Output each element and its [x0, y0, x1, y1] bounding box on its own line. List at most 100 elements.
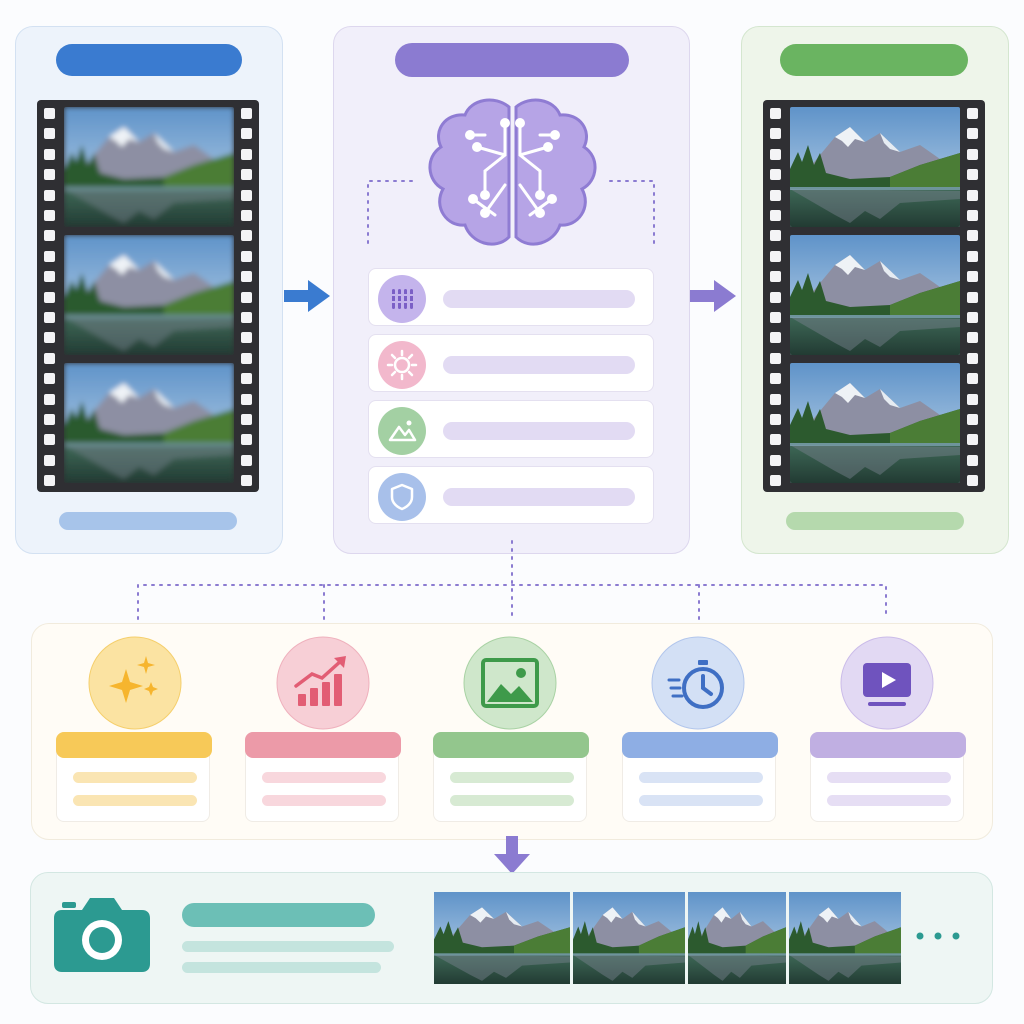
film-perforation: [44, 414, 55, 425]
result-thumbnail: [789, 892, 901, 984]
film-perforation: [967, 250, 978, 262]
film-perforation: [967, 393, 978, 405]
arrow-down-icon: [494, 836, 530, 874]
card-line: [827, 795, 951, 806]
film-perforation: [770, 373, 781, 385]
input-caption-bar: [59, 512, 237, 530]
feature-bar: [443, 422, 635, 440]
output-card-quality: [245, 732, 401, 822]
film-perforation: [241, 414, 252, 425]
film-perforation: [241, 332, 252, 344]
film-perforation: [770, 414, 781, 425]
film-perforation: [967, 189, 978, 201]
film-perforation: [241, 312, 252, 323]
film-perforation: [770, 393, 781, 405]
card-line: [262, 772, 386, 783]
feature-row-lighting: [368, 334, 654, 392]
film-perforation: [241, 271, 252, 283]
film-perforation: [44, 373, 55, 385]
film-perforation: [44, 454, 55, 466]
film-perforation: [241, 475, 252, 487]
output-caption-bar: [786, 512, 964, 530]
film-perforation: [967, 210, 978, 221]
film-perforation: [967, 169, 978, 181]
card-line: [827, 772, 951, 783]
film-perforation: [967, 230, 978, 242]
film-perforation: [770, 475, 781, 487]
output-card-speed: [622, 732, 778, 822]
card-header: [433, 732, 589, 758]
film-perforation: [770, 250, 781, 262]
film-perforation: [241, 210, 252, 221]
film-perforation: [44, 332, 55, 344]
sparkle-icon: [88, 636, 182, 730]
film-perforation: [967, 108, 978, 119]
film-perforation: [770, 108, 781, 119]
feature-bar: [443, 488, 635, 506]
film-perforation: [44, 393, 55, 405]
film-perforation: [770, 352, 781, 364]
film-perforation: [44, 148, 55, 160]
camera-icon: [54, 898, 150, 972]
card-line: [450, 795, 574, 806]
film-perforation: [241, 128, 252, 140]
film-perforation: [770, 312, 781, 323]
film-perforation: [44, 352, 55, 364]
stopwatch-icon: [651, 636, 745, 730]
film-perforation: [770, 210, 781, 221]
video-play-icon: [840, 636, 934, 730]
film-perforation: [44, 210, 55, 221]
card-line: [73, 772, 197, 783]
input-frame-2: [64, 235, 234, 355]
output-card-image: [433, 732, 589, 822]
film-perforation: [241, 169, 252, 181]
chart-up-icon: [276, 636, 370, 730]
film-perforation: [241, 108, 252, 119]
film-perforation: [967, 148, 978, 160]
film-perforation: [967, 475, 978, 487]
film-perforation: [44, 475, 55, 487]
film-perforation: [241, 454, 252, 466]
output-frame-2: [790, 235, 960, 355]
image-icon: [463, 636, 557, 730]
output-frame-3: [790, 363, 960, 483]
mountain-icon: [378, 407, 426, 455]
card-header: [810, 732, 966, 758]
film-perforation: [770, 332, 781, 344]
film-perforation: [44, 250, 55, 262]
film-perforation: [770, 189, 781, 201]
film-perforation: [770, 454, 781, 466]
card-line: [639, 795, 763, 806]
card-line: [73, 795, 197, 806]
film-perforation: [770, 148, 781, 160]
card-header: [622, 732, 778, 758]
film-perforation: [241, 373, 252, 385]
film-perforation: [967, 312, 978, 323]
model-title-bar: [395, 43, 629, 77]
film-perforation: [44, 189, 55, 201]
film-perforation: [241, 189, 252, 201]
film-perforation: [241, 434, 252, 446]
sun-icon: [378, 341, 426, 389]
film-perforation: [967, 332, 978, 344]
film-perforation: [241, 148, 252, 160]
film-perforation: [770, 271, 781, 283]
film-perforation: [241, 393, 252, 405]
input-title-bar: [56, 44, 242, 76]
film-perforation: [967, 454, 978, 466]
feature-bar: [443, 356, 635, 374]
noise-grid-icon: [378, 275, 426, 323]
brain-circuit-icon: [428, 98, 597, 246]
result-line: [182, 962, 381, 973]
film-perforation: [44, 434, 55, 446]
film-perforation: [770, 230, 781, 242]
film-perforation: [44, 169, 55, 181]
film-perforation: [44, 312, 55, 323]
film-perforation: [967, 434, 978, 446]
film-perforation: [241, 250, 252, 262]
film-perforation: [770, 434, 781, 446]
card-line: [262, 795, 386, 806]
film-perforation: [241, 352, 252, 364]
film-perforation: [770, 291, 781, 303]
film-perforation: [967, 373, 978, 385]
